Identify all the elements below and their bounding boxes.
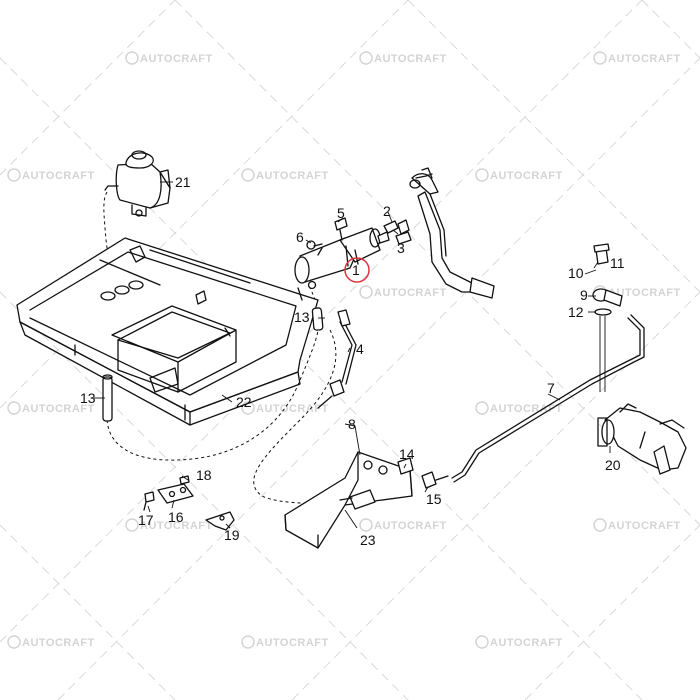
autocraft-logo-icon (359, 518, 373, 532)
svg-text:AUTOCRAFT: AUTOCRAFT (140, 53, 213, 65)
autocraft-logo-icon (241, 635, 255, 649)
label-part-9[interactable]: 9 (580, 287, 588, 303)
watermark: AUTOCRAFT (125, 51, 213, 65)
tray-assembly (16, 237, 319, 426)
svg-text:AUTOCRAFT: AUTOCRAFT (256, 403, 329, 415)
watermark: AUTOCRAFT (359, 285, 447, 299)
svg-text:AUTOCRAFT: AUTOCRAFT (256, 637, 329, 649)
label-part-16[interactable]: 16 (168, 509, 184, 525)
svg-text:AUTOCRAFT: AUTOCRAFT (490, 403, 563, 415)
label-part-12[interactable]: 12 (568, 304, 584, 320)
label-part-22[interactable]: 22 (236, 394, 252, 410)
watermark: AUTOCRAFT (7, 401, 95, 415)
highlight-circle (344, 257, 370, 283)
hose-tube-center (311, 307, 324, 331)
watermark: AUTOCRAFT (359, 518, 447, 532)
watermark: AUTOCRAFT (241, 168, 329, 182)
autocraft-logo-icon (593, 518, 607, 532)
label-part-4[interactable]: 4 (356, 341, 364, 357)
autocraft-logo-icon (359, 285, 373, 299)
label-part-10[interactable]: 10 (568, 265, 584, 281)
watermark: AUTOCRAFT (475, 401, 563, 415)
label-part-7[interactable]: 7 (547, 380, 555, 396)
hose-tube-left (102, 374, 113, 422)
label-part-14[interactable]: 14 (399, 446, 415, 462)
autocraft-logo-icon (241, 401, 255, 415)
label-part-11[interactable]: 11 (610, 255, 625, 271)
svg-text:AUTOCRAFT: AUTOCRAFT (490, 637, 563, 649)
svg-text:AUTOCRAFT: AUTOCRAFT (608, 287, 681, 299)
label-part-19[interactable]: 19 (224, 527, 240, 543)
svg-text:AUTOCRAFT: AUTOCRAFT (22, 170, 95, 182)
svg-text:AUTOCRAFT: AUTOCRAFT (490, 170, 563, 182)
autocraft-logo-icon (7, 168, 21, 182)
label-part-8[interactable]: 8 (348, 416, 356, 432)
label-part-2[interactable]: 2 (383, 203, 391, 219)
svg-text:AUTOCRAFT: AUTOCRAFT (374, 53, 447, 65)
label-part-18[interactable]: 18 (196, 467, 212, 483)
hose-to-bracket (253, 329, 357, 504)
watermark: AUTOCRAFT (359, 51, 447, 65)
autocraft-logo-icon (125, 51, 139, 65)
label-part-6[interactable]: 6 (296, 229, 304, 245)
label-part-1[interactable]: 1 (352, 262, 360, 278)
watermark: AUTOCRAFT (241, 401, 329, 415)
svg-text:AUTOCRAFT: AUTOCRAFT (608, 520, 681, 532)
watermark: AUTOCRAFT (593, 518, 681, 532)
watermark: AUTOCRAFT (593, 51, 681, 65)
clutch-pipe (451, 314, 645, 483)
label-part-17[interactable]: 17 (138, 512, 154, 528)
svg-text:AUTOCRAFT: AUTOCRAFT (374, 287, 447, 299)
label-part-13-center[interactable]: 13 (294, 309, 310, 325)
watermark: AUTOCRAFT (7, 635, 95, 649)
autocraft-logo-icon (593, 51, 607, 65)
label-part-5[interactable]: 5 (337, 205, 345, 221)
autocraft-logo-icon (475, 401, 489, 415)
label-part-23[interactable]: 23 (360, 532, 376, 548)
slave-cylinder (597, 403, 687, 475)
svg-text:AUTOCRAFT: AUTOCRAFT (140, 520, 213, 532)
svg-text:AUTOCRAFT: AUTOCRAFT (374, 520, 447, 532)
fluid-reservoir (104, 150, 171, 217)
reservoir-hose (103, 191, 109, 256)
svg-text:AUTOCRAFT: AUTOCRAFT (256, 170, 329, 182)
fasteners-top (306, 217, 412, 250)
label-part-15[interactable]: 15 (426, 491, 442, 507)
autocraft-logo-icon (241, 168, 255, 182)
label-part-3[interactable]: 3 (397, 240, 405, 256)
label-part-21[interactable]: 21 (175, 174, 191, 190)
autocraft-logo-icon (7, 635, 21, 649)
svg-text:AUTOCRAFT: AUTOCRAFT (608, 53, 681, 65)
part-labels: 1 2 3 4 5 6 7 8 9 10 11 12 13 13 14 15 1… (80, 174, 625, 548)
watermark: AUTOCRAFT (241, 635, 329, 649)
label-part-13-left[interactable]: 13 (80, 390, 96, 406)
autocraft-logo-icon (359, 51, 373, 65)
watermark: AUTOCRAFT (125, 518, 213, 532)
right-fittings (592, 243, 623, 392)
mounting-bracket (284, 451, 449, 549)
watermark: AUTOCRAFT (475, 168, 563, 182)
svg-text:AUTOCRAFT: AUTOCRAFT (22, 403, 95, 415)
clutch-pedal (409, 167, 495, 299)
watermark: AUTOCRAFT (7, 168, 95, 182)
watermark: AUTOCRAFT (475, 635, 563, 649)
svg-text:AUTOCRAFT: AUTOCRAFT (22, 637, 95, 649)
autocraft-logo-icon (475, 635, 489, 649)
hose-to-cylinder (106, 321, 319, 461)
autocraft-logo-icon (7, 401, 21, 415)
leader-lines (94, 181, 611, 529)
autocraft-logo-icon (475, 168, 489, 182)
autocraft-logo-icon (125, 518, 139, 532)
brake-hose (317, 309, 357, 409)
label-part-20[interactable]: 20 (605, 457, 621, 473)
